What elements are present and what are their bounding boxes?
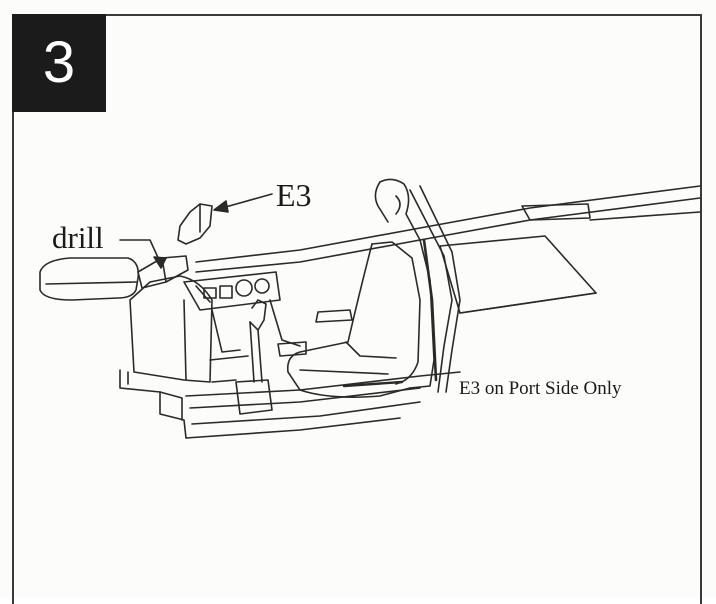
cockpit-floor (185, 355, 461, 439)
step-number-badge: 3 (12, 14, 106, 112)
left-side-console (39, 257, 213, 439)
step-frame (12, 14, 702, 604)
drill-callout: drill (52, 220, 104, 255)
rear-frame (409, 185, 461, 393)
e3-part (177, 203, 213, 245)
pilot-seat (277, 178, 438, 398)
fuselage-edge-lines (195, 185, 701, 273)
instrument-panel (183, 271, 301, 353)
drill-callout-arrow (119, 239, 167, 269)
rear-deck-panel (439, 203, 597, 314)
part-callout-e3: E3 (276, 177, 312, 213)
e3-callout-arrow (213, 193, 273, 213)
control-stick (235, 299, 273, 415)
port-side-note: E3 on Port Side Only (459, 378, 622, 399)
